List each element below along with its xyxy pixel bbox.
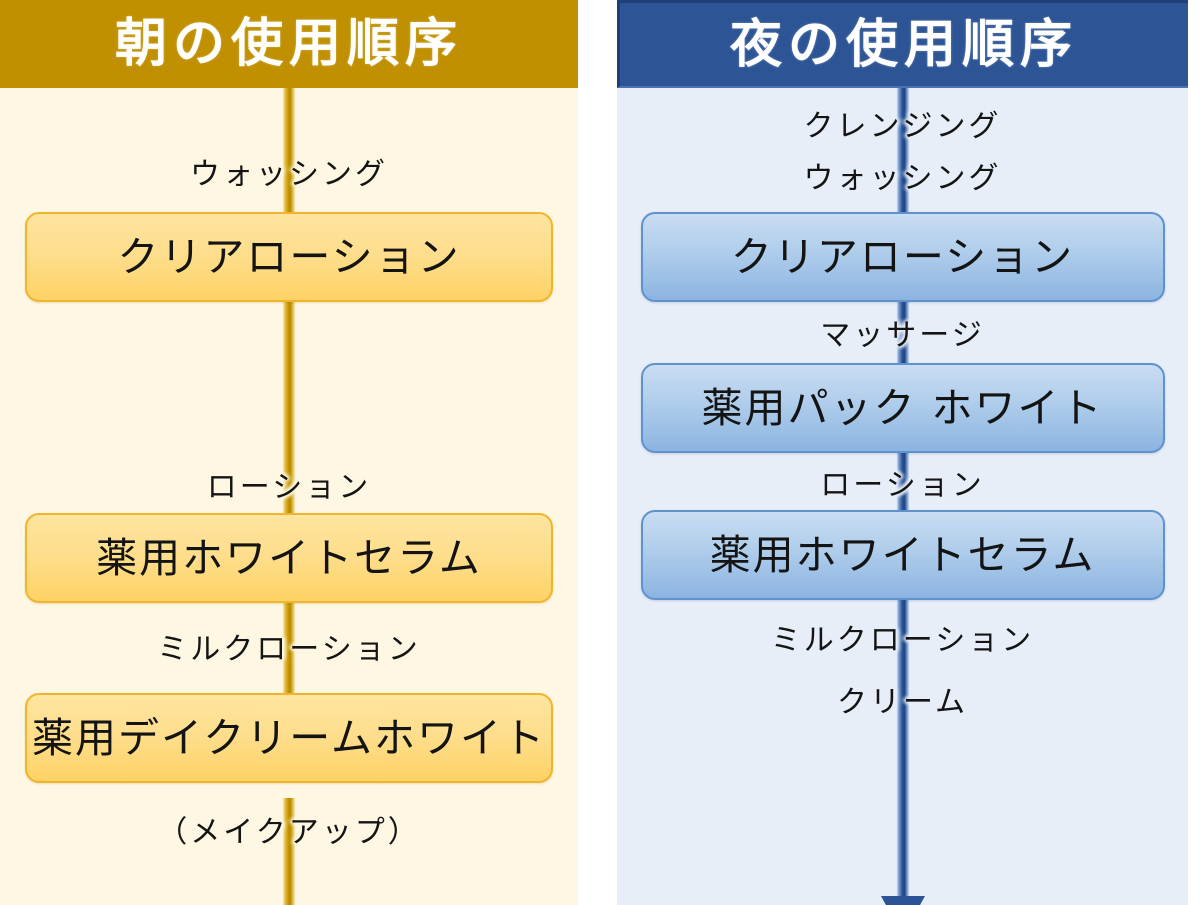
night-connector-line-2 [896, 300, 909, 370]
morning-connector-line-1 [282, 88, 296, 213]
night-step-box-3[interactable]: 薬用ホワイトセラム [640, 510, 1165, 600]
morning-step-box-1[interactable]: クリアローション [25, 212, 553, 302]
morning-connector-line-4 [282, 798, 296, 905]
morning-flow: ウォッシング クリアローション ローション 薬用ホワイトセラム ミルクローション… [0, 88, 578, 905]
night-step-box-2[interactable]: 薬用パック ホワイト [640, 363, 1165, 453]
night-step-2-label: 薬用パック ホワイト [701, 383, 1104, 432]
night-panel-header: 夜の使用順序 [617, 0, 1188, 88]
night-routine-panel: 夜の使用順序 クレンジング ウォッシング クリアローション マッサージ 薬用パッ… [617, 0, 1188, 905]
morning-step-1-label: クリアローション [117, 232, 461, 281]
morning-connector-line-3 [282, 598, 296, 720]
morning-connector-label-makeup: （メイクアップ） [157, 815, 421, 850]
night-flow-arrowhead [880, 896, 925, 905]
morning-connector-label-lotion: ローション [206, 470, 372, 505]
morning-connector-line-2 [282, 300, 296, 520]
night-panel-title: 夜の使用順序 [729, 14, 1078, 75]
morning-connector-label-milk-lotion: ミルクローション [157, 632, 421, 667]
night-step-3-label: 薬用ホワイトセラム [709, 530, 1096, 579]
night-connector-line-1 [896, 88, 909, 213]
night-step-box-1[interactable]: クリアローション [640, 212, 1165, 302]
morning-panel-header: 朝の使用順序 [0, 0, 578, 88]
night-connector-label-cream: クリーム [836, 685, 969, 720]
morning-step-box-2[interactable]: 薬用ホワイトセラム [25, 513, 553, 603]
night-connector-label-cleansing: クレンジング [803, 109, 1002, 144]
night-step-1-label: クリアローション [730, 232, 1075, 281]
night-connector-label-milk-lotion: ミルクローション [770, 623, 1035, 658]
night-connector-line-4 [896, 598, 909, 904]
night-connector-label-massage: マッサージ [820, 318, 985, 353]
morning-step-3-label: 薬用デイクリームホワイト [32, 713, 546, 762]
morning-step-2-label: 薬用ホワイトセラム [96, 533, 482, 582]
morning-panel-title: 朝の使用順序 [114, 14, 463, 74]
morning-step-box-3[interactable]: 薬用デイクリームホワイト [25, 693, 553, 783]
night-connector-line-3 [896, 448, 909, 516]
night-connector-label-washing: ウォッシング [803, 161, 1002, 196]
night-connector-label-lotion: ローション [820, 468, 985, 503]
morning-connector-label-washing: ウォッシング [190, 157, 388, 192]
night-flow: クレンジング ウォッシング クリアローション マッサージ 薬用パック ホワイト … [617, 88, 1188, 905]
morning-routine-panel: 朝の使用順序 ウォッシング クリアローション ローション 薬用ホワイトセラム ミ… [0, 0, 578, 905]
